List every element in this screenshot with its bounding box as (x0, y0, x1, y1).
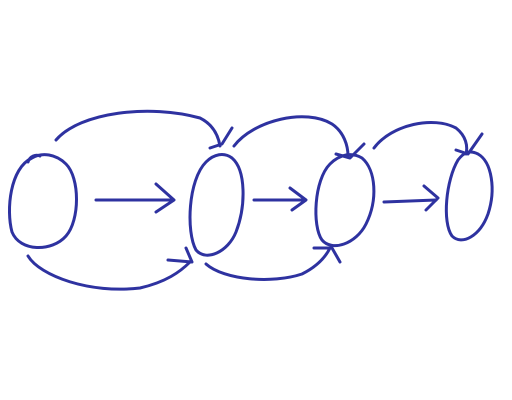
node-2 (188, 153, 245, 257)
upper-arc-3-to-4 (372, 120, 484, 156)
node-1 (8, 153, 78, 249)
arrow-1-to-2 (94, 182, 176, 214)
node-3 (314, 153, 376, 247)
lower-arc-1-to-2 (26, 246, 194, 291)
lower-arc-2-to-3 (204, 246, 342, 281)
node-4 (444, 150, 494, 242)
arrow-2-to-3 (252, 186, 308, 212)
upper-arc-2-to-3 (232, 115, 366, 160)
arrow-3-to-4 (382, 184, 440, 212)
upper-arc-1-to-2 (54, 109, 234, 150)
